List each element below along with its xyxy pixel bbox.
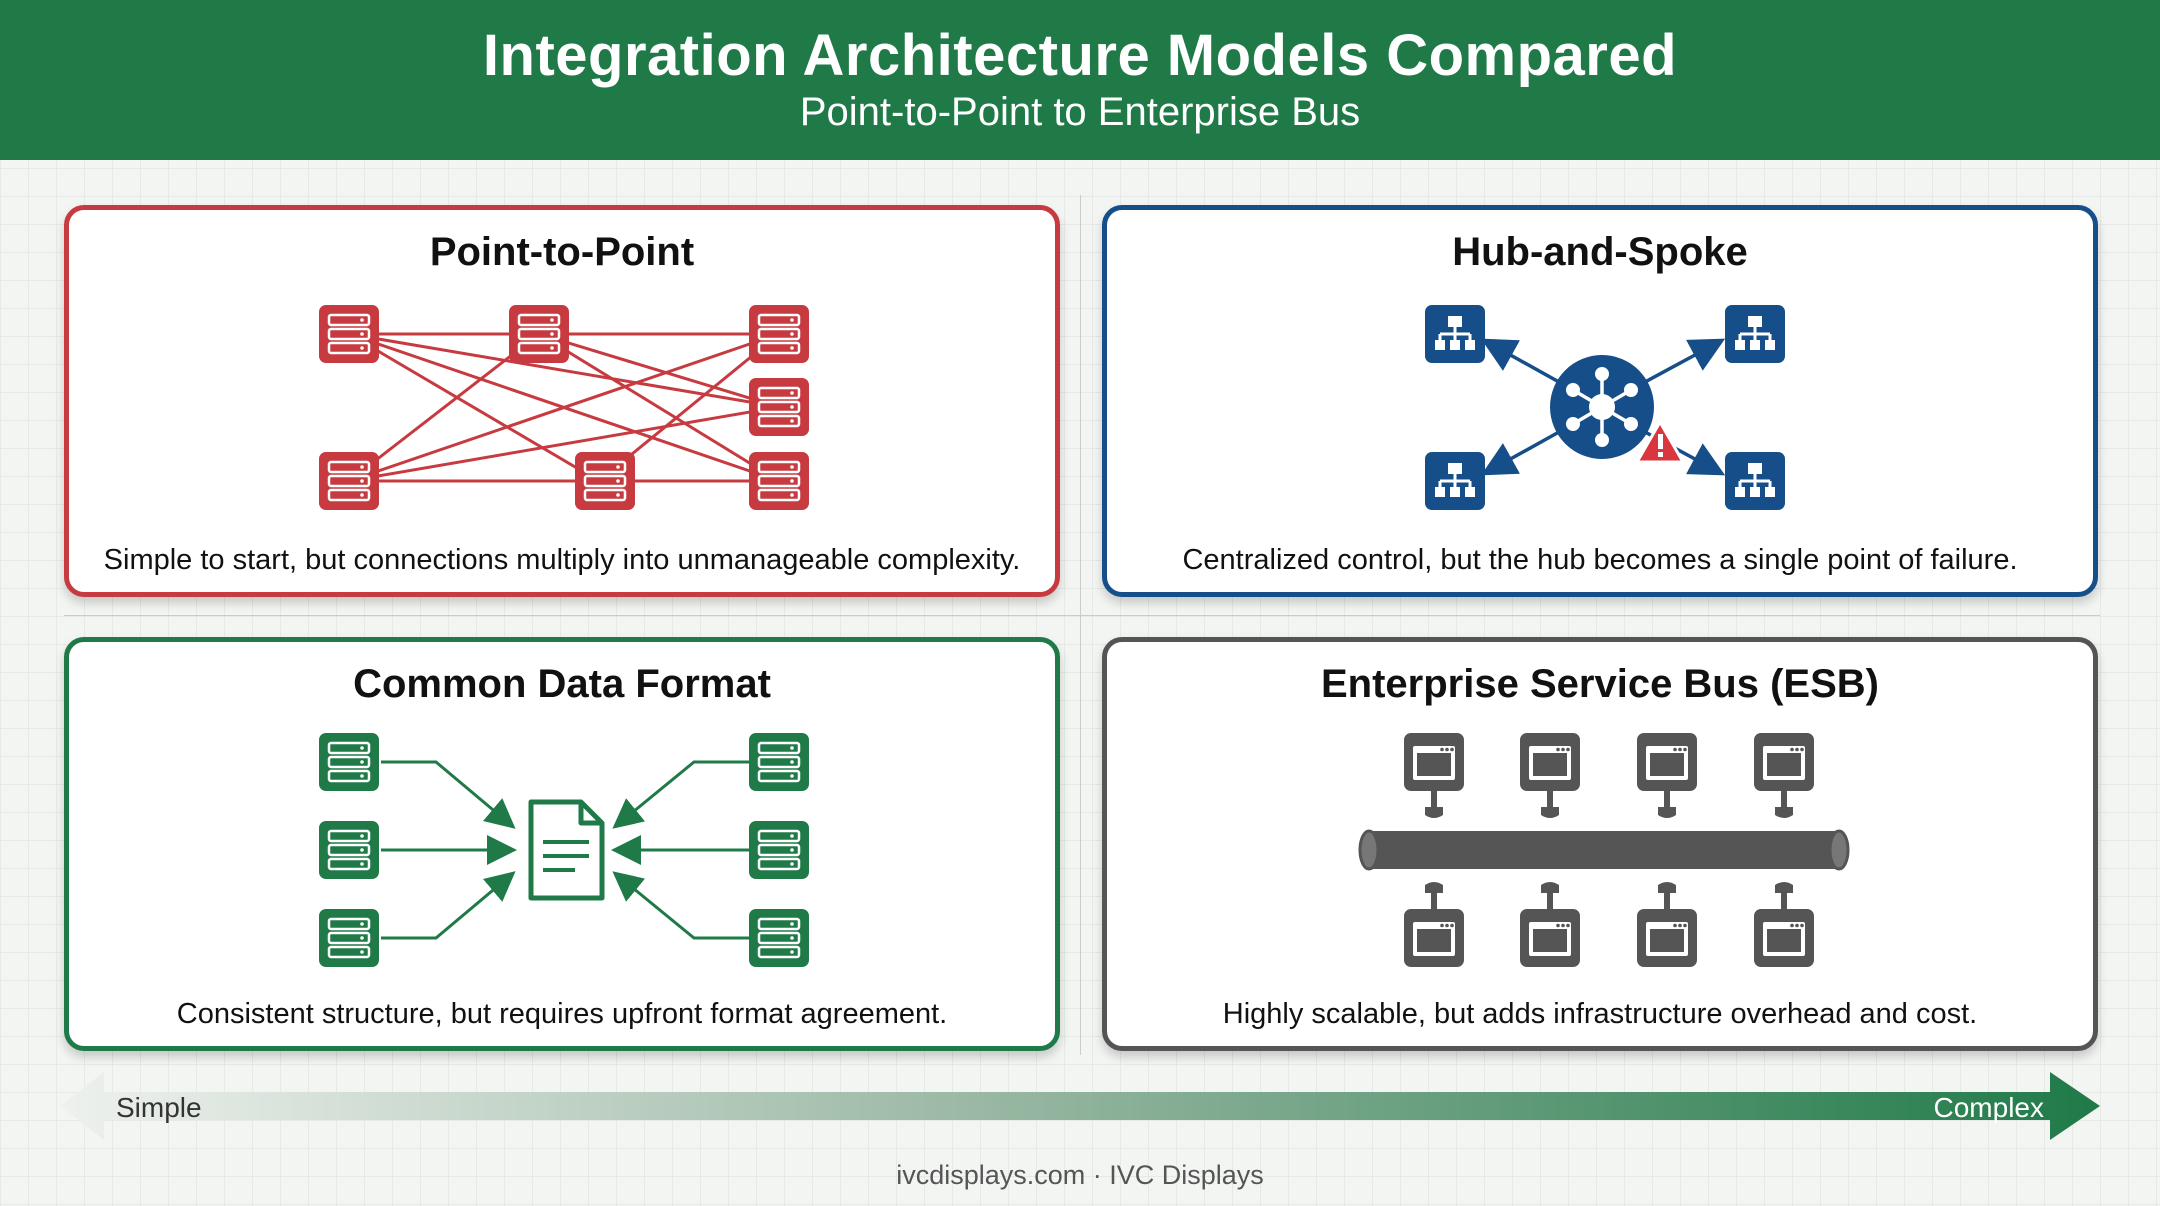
server-icon (747, 376, 811, 438)
application-window-icon (1404, 909, 1464, 967)
header-banner: Integration Architecture Models Compared… (0, 0, 2160, 160)
application-window-icon (1404, 733, 1464, 791)
page-subtitle: Point-to-Point to Enterprise Bus (799, 90, 1361, 134)
server-icon (317, 731, 381, 793)
panel-point-to-point: Point-to-Point (64, 205, 1060, 597)
common-data-format-diagram (317, 731, 811, 969)
application-window-icon (1520, 733, 1580, 791)
panel-caption: Highly scalable, but adds infrastructure… (1222, 998, 1978, 1030)
scale-label-simple: Simple (116, 1092, 202, 1123)
panel-title: Point-to-Point (429, 230, 695, 274)
hub-and-spoke-diagram (1423, 303, 1787, 512)
server-icon (747, 907, 811, 969)
application-window-icon (1637, 733, 1697, 791)
network-node-icon (1723, 450, 1787, 512)
panel-title: Enterprise Service Bus (ESB) (1321, 662, 1879, 706)
page-title: Integration Architecture Models Compared (482, 23, 1678, 88)
point-to-point-diagram (317, 303, 811, 512)
server-icon (317, 819, 381, 881)
server-icon (507, 303, 571, 365)
server-icon (573, 450, 637, 512)
network-node-icon (1423, 450, 1487, 512)
flow-arrows (381, 760, 749, 940)
panel-caption: Simple to start, but connections multipl… (103, 544, 1021, 576)
application-window-icon (1754, 733, 1814, 791)
panel-common-data-format: Common Data Format (64, 637, 1060, 1051)
application-window-icon (1754, 909, 1814, 967)
connector-plug (1775, 882, 1793, 909)
connector-plug (1775, 791, 1793, 818)
application-window-icon (1520, 909, 1580, 967)
panel-hub-and-spoke: Hub-and-Spoke (1102, 205, 2098, 597)
bus-pipe (1358, 829, 1850, 871)
esb-diagram (1358, 733, 1850, 967)
connector-plug (1658, 882, 1676, 909)
network-node-icon (1723, 303, 1787, 365)
connector-plug (1425, 882, 1443, 909)
horizontal-divider (64, 615, 2100, 616)
scale-label-complex: Complex (1933, 1092, 2044, 1123)
panel-title: Hub-and-Spoke (1452, 230, 1748, 274)
connector-plug (1425, 791, 1443, 818)
application-window-icon (1637, 909, 1697, 967)
panel-caption: Centralized control, but the hub becomes… (1182, 544, 2018, 576)
warning-icon (1635, 420, 1685, 464)
server-icon (747, 819, 811, 881)
hub-icon (1550, 355, 1654, 459)
connector-plug (1658, 791, 1676, 818)
server-icon (317, 907, 381, 969)
complexity-scale-arrow (60, 1072, 2100, 1140)
panel-caption: Consistent structure, but requires upfro… (176, 998, 948, 1030)
server-icon (317, 450, 381, 512)
server-icon (747, 731, 811, 793)
footer-credit: ivcdisplays.com · IVC Displays (896, 1160, 1264, 1190)
server-icon (317, 303, 381, 365)
vertical-divider (1080, 195, 1081, 1055)
connector-plug (1541, 791, 1559, 818)
network-node-icon (1423, 303, 1487, 365)
server-icon (747, 303, 811, 365)
panel-enterprise-service-bus: Enterprise Service Bus (ESB) (1102, 637, 2098, 1051)
document-icon (528, 799, 605, 901)
server-icon (747, 450, 811, 512)
connector-plug (1541, 882, 1559, 909)
panel-title: Common Data Format (353, 662, 771, 706)
